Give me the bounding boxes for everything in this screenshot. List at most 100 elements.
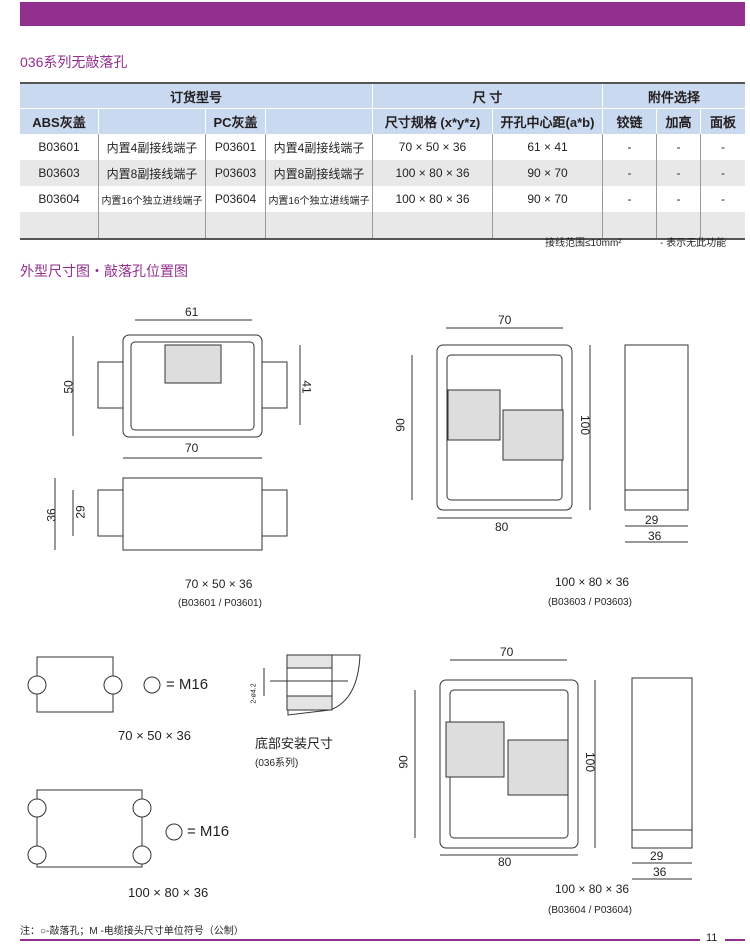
group-header: 订货型号 bbox=[20, 83, 373, 109]
table-cell: 90 × 70 bbox=[492, 160, 603, 186]
mount-sub: (036系列) bbox=[255, 758, 299, 769]
knockout-diagram-100x80 bbox=[27, 789, 183, 868]
table-cell: 内置16个独立进线端子 bbox=[98, 186, 206, 212]
wire-range-note: 接线范围≤10mm² bbox=[545, 238, 622, 249]
table-cell: P03604 bbox=[205, 186, 266, 212]
table-cell: - bbox=[700, 160, 745, 186]
col-header: 铰链 bbox=[602, 108, 657, 134]
knockout-symbol-icon bbox=[165, 823, 183, 841]
dim-label: 29 bbox=[73, 505, 88, 519]
table-row bbox=[20, 212, 745, 239]
table-cell: - bbox=[656, 186, 701, 212]
table-cell: B03604 bbox=[38, 192, 80, 206]
table-cell: 100 × 80 × 36 bbox=[372, 186, 493, 212]
size-caption: 100 × 80 × 36 bbox=[555, 575, 630, 589]
mounting-detail bbox=[263, 654, 361, 716]
dim-label: 100 bbox=[578, 414, 593, 436]
table-cell bbox=[20, 212, 99, 239]
dim-label: 100 bbox=[583, 751, 598, 773]
table-cell: - bbox=[656, 160, 701, 186]
col-header: ABS灰盖 bbox=[20, 108, 99, 134]
knockout-diagram-70x50 bbox=[27, 656, 161, 713]
drawing-70x50-side bbox=[54, 477, 288, 551]
table-cell bbox=[700, 212, 745, 239]
dim-label: 80 bbox=[495, 520, 509, 534]
drawing-100x80-a bbox=[411, 327, 689, 543]
table-cell bbox=[205, 212, 266, 239]
table-cell: - bbox=[602, 186, 657, 212]
size-caption: 70 × 50 × 36 bbox=[185, 577, 253, 591]
knockout-symbol-icon bbox=[143, 676, 161, 694]
col-header: 加高 bbox=[656, 108, 701, 134]
dim-label: 36 bbox=[44, 508, 59, 522]
page-number: 11 bbox=[703, 932, 721, 944]
dim-label: 41 bbox=[299, 380, 314, 394]
col-header: 面板 bbox=[700, 108, 745, 134]
dim-label: 70 bbox=[185, 441, 199, 455]
size-caption: 70 × 50 × 36 bbox=[118, 728, 192, 743]
drawing-100x80-b bbox=[414, 659, 693, 880]
table-cell: B03601 bbox=[38, 140, 80, 154]
table-cell: 内置16个独立进线端子 bbox=[265, 186, 373, 212]
table-cell bbox=[602, 212, 657, 239]
dim-label: 36 bbox=[648, 529, 662, 543]
table-cell bbox=[492, 212, 603, 239]
dash-note: - 表示无此功能 bbox=[660, 238, 727, 249]
dim-label: 36 bbox=[653, 865, 667, 879]
table-cell: 61 × 41 bbox=[492, 134, 603, 160]
table-cell: 内置4副接线端子 bbox=[265, 134, 373, 160]
table-cell: - bbox=[656, 134, 701, 160]
dim-label: 50 bbox=[61, 380, 76, 394]
drawing-70x50-top bbox=[72, 319, 301, 459]
footnote: 注：○-敲落孔；M -电缆接头尺寸单位符号（公制） bbox=[20, 926, 244, 937]
group-header: 附件选择 bbox=[602, 83, 745, 109]
dim-label: 29 bbox=[645, 513, 659, 527]
m16-label: = M16 bbox=[166, 676, 209, 693]
table-cell bbox=[98, 212, 206, 239]
mount-title: 底部安装尺寸 bbox=[255, 736, 334, 751]
size-caption: 100 × 80 × 36 bbox=[555, 882, 630, 896]
size-caption: 100 × 80 × 36 bbox=[128, 885, 209, 900]
table-cell: 内置4副接线端子 bbox=[98, 134, 206, 160]
model-caption: (B03601 / P03601) bbox=[178, 598, 262, 609]
section-title-drawings: 外型尺寸图・敲落孔位置图 bbox=[20, 263, 188, 279]
dim-label: 90 bbox=[396, 755, 411, 769]
table-cell: - bbox=[700, 134, 745, 160]
m16-label: = M16 bbox=[187, 823, 230, 840]
table-cell: - bbox=[700, 186, 745, 212]
table-cell: 内置8副接线端子 bbox=[265, 160, 373, 186]
table-cell bbox=[656, 212, 701, 239]
mount-dim-label: 2-ø4.2 bbox=[250, 683, 258, 704]
dim-label: 70 bbox=[500, 645, 514, 659]
col-header: 开孔中心距(a*b) bbox=[492, 108, 603, 134]
model-caption: (B03603 / P03603) bbox=[548, 597, 632, 608]
table-cell: 70 × 50 × 36 bbox=[372, 134, 493, 160]
order-table: 订货型号 尺 寸 附件选择 ABS灰盖 PC灰盖 尺寸规格 (x*y*z) 开孔… bbox=[20, 82, 745, 240]
header-bar bbox=[20, 2, 745, 26]
group-header: 尺 寸 bbox=[372, 83, 603, 109]
col-header: PC灰盖 bbox=[205, 108, 266, 134]
dim-label: 80 bbox=[498, 855, 512, 869]
col-header bbox=[98, 108, 206, 134]
col-header bbox=[265, 108, 373, 134]
table-cell: P03603 bbox=[205, 160, 266, 186]
dim-label: 90 bbox=[393, 418, 408, 432]
table-cell: P03601 bbox=[205, 134, 266, 160]
table-cell: - bbox=[602, 160, 657, 186]
table-cell: 90 × 70 bbox=[492, 186, 603, 212]
table-cell: - bbox=[602, 134, 657, 160]
model-caption: (B03604 / P03604) bbox=[548, 905, 632, 916]
dim-label: 61 bbox=[185, 305, 199, 319]
dim-label: 29 bbox=[650, 849, 664, 863]
col-header: 尺寸规格 (x*y*z) bbox=[372, 108, 493, 134]
section-title: 036系列无敲落孔 bbox=[20, 54, 128, 70]
table-cell: 100 × 80 × 36 bbox=[372, 160, 493, 186]
table-cell: 内置8副接线端子 bbox=[98, 160, 206, 186]
table-cell bbox=[372, 212, 493, 239]
table-cell bbox=[265, 212, 373, 239]
